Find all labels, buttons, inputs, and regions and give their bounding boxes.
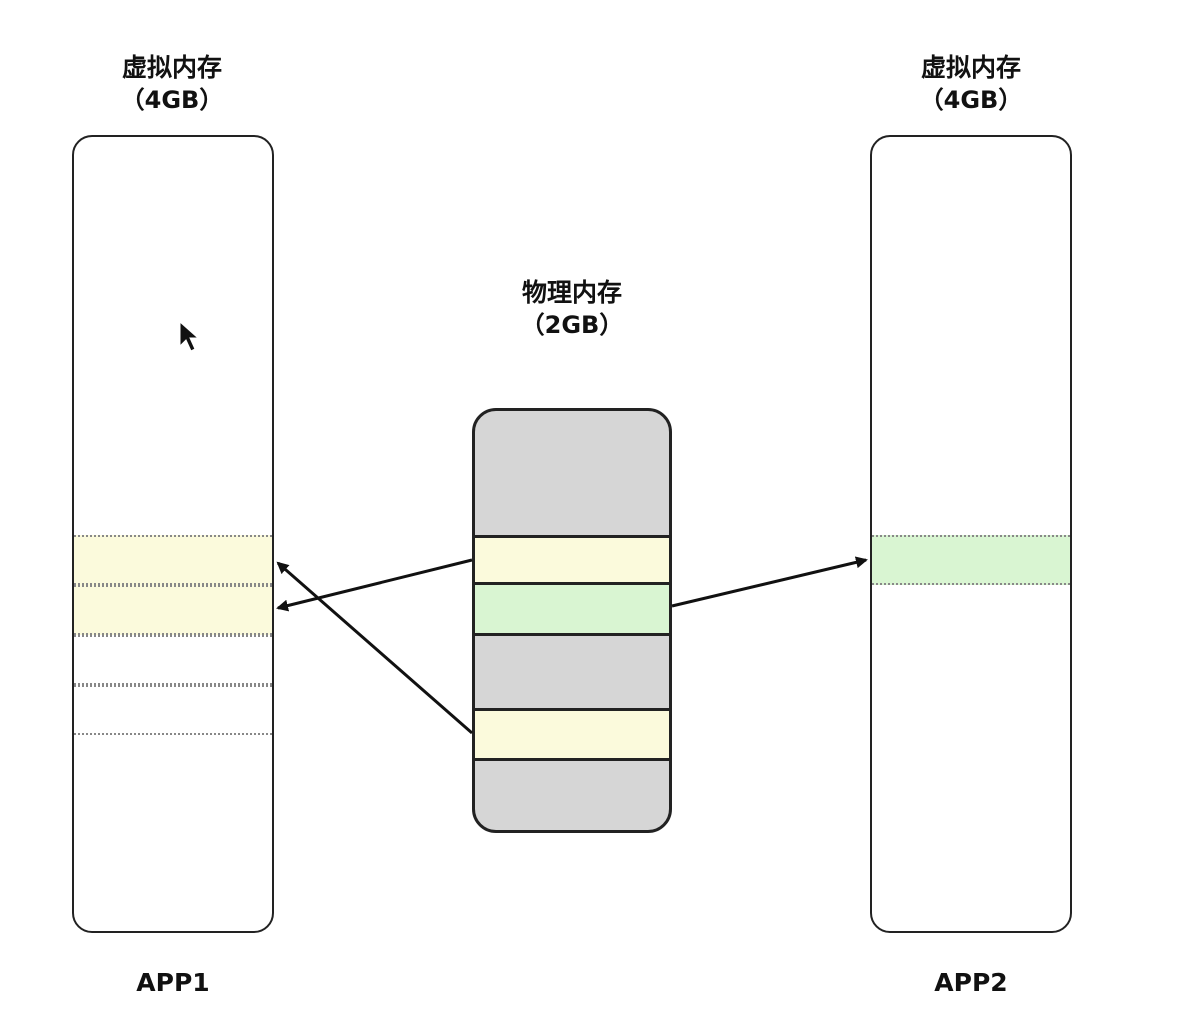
physical-memory-block: [472, 408, 672, 833]
virtual-memory-app2-title: 虚拟内存: [920, 53, 1021, 82]
physical-page-app1-b: [475, 708, 669, 761]
app1-page-3: [74, 635, 272, 685]
physical-page-app1-a: [475, 535, 669, 585]
virtual-memory-app2-size: （4GB）: [919, 85, 1023, 114]
app2-page-1: [872, 535, 1070, 585]
arrow-physical-to-app1-page-2: [276, 558, 473, 612]
virtual-memory-app1-size: （4GB）: [120, 85, 224, 114]
physical-memory-title: 物理内存: [521, 278, 622, 307]
app1-page-1: [74, 535, 272, 585]
physical-page-app2: [475, 582, 669, 636]
virtual-memory-app2-column: [870, 135, 1072, 933]
arrow-physical-to-app1-page-1: [276, 561, 473, 735]
virtual-memory-app1-label: 虚拟内存 （4GB）: [72, 52, 272, 116]
app1-page-2: [74, 585, 272, 635]
virtual-memory-app1-title: 虚拟内存: [121, 53, 222, 82]
physical-memory-label: 物理内存 （2GB）: [472, 277, 672, 341]
arrow-physical-to-app2-page-1: [671, 556, 868, 608]
app2-label: APP2: [934, 968, 1008, 997]
app1-label: APP1: [136, 968, 210, 997]
virtual-memory-app2-label: 虚拟内存 （4GB）: [870, 52, 1072, 116]
virtual-memory-app1-column: [72, 135, 274, 933]
app1-page-4: [74, 685, 272, 735]
physical-memory-size: （2GB）: [520, 310, 624, 339]
